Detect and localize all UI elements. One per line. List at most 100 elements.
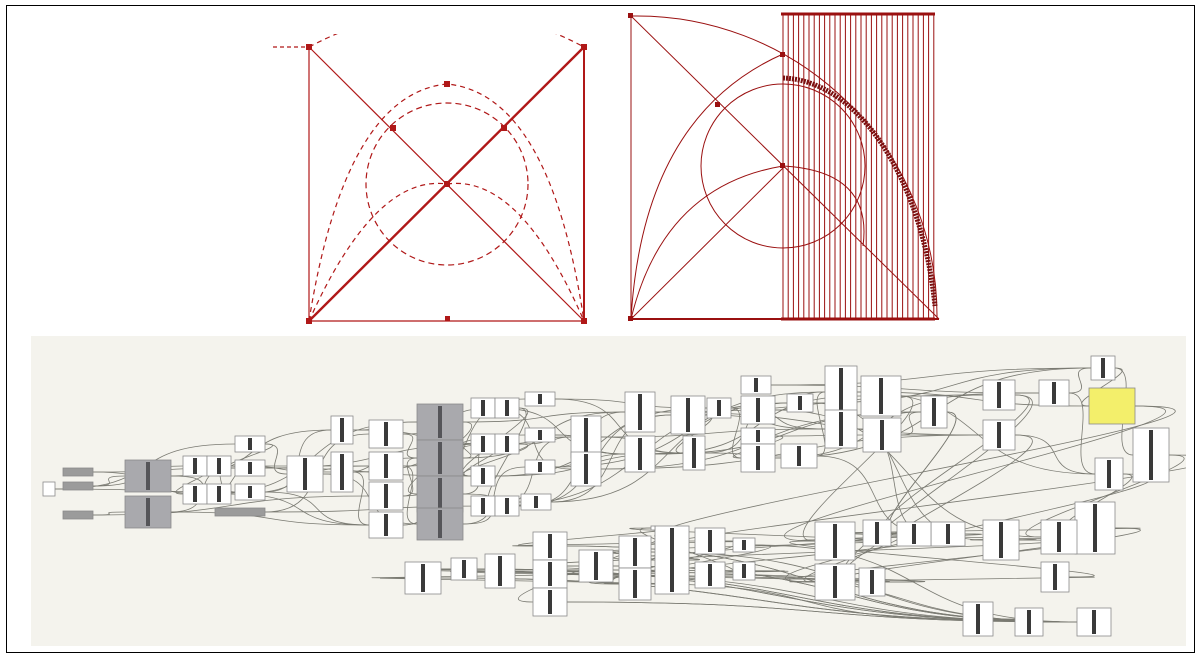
diagonal-line (630, 165, 786, 320)
node-point (715, 102, 720, 107)
node-divider (340, 418, 344, 442)
wire (1081, 367, 1123, 407)
node-group (42, 355, 1170, 637)
node-divider (594, 552, 598, 580)
node-divider (633, 538, 637, 566)
node-divider (193, 458, 197, 474)
node-divider (548, 590, 552, 614)
wire (264, 491, 370, 526)
component-node[interactable] (42, 481, 56, 497)
node-divider (548, 562, 552, 586)
node-divider (1052, 382, 1056, 404)
node-divider (742, 540, 746, 550)
node-divider (498, 556, 502, 586)
node-divider (756, 430, 760, 442)
left-construction-svg (273, 34, 587, 324)
node-divider (584, 418, 588, 456)
lower-arc (630, 165, 865, 320)
node-divider (438, 510, 442, 538)
node-divider (384, 454, 388, 478)
wire (487, 407, 527, 507)
outer-dashed-arc (308, 83, 585, 322)
node-divider (997, 382, 1001, 408)
slider-node[interactable] (62, 467, 94, 477)
node-divider (798, 396, 802, 410)
wire (1068, 392, 1096, 475)
node-divider (481, 436, 485, 452)
node-divider (1057, 522, 1061, 552)
slider-node[interactable] (62, 481, 94, 491)
left-geometric-construction (265, 34, 595, 332)
wire (730, 407, 742, 459)
node-divider (839, 368, 843, 416)
component-node[interactable] (650, 525, 656, 531)
node-divider (875, 522, 879, 544)
node-divider (538, 430, 542, 440)
wire (92, 475, 126, 487)
slider-node[interactable] (214, 507, 266, 517)
node-divider (708, 564, 712, 586)
node-point (444, 81, 450, 87)
wire (402, 457, 418, 497)
left-arc (630, 53, 784, 320)
node-divider (384, 514, 388, 536)
wire (462, 466, 526, 525)
node-divider (548, 534, 552, 558)
bold-dotted-arc (782, 75, 938, 307)
node-divider (879, 378, 883, 414)
wire (783, 405, 1167, 542)
node-divider (534, 496, 538, 508)
node-divider (584, 454, 588, 484)
node-divider (217, 458, 221, 474)
node-divider (538, 462, 542, 472)
vertical-division-lines (782, 14, 935, 319)
wire (170, 511, 370, 526)
node-divider (1149, 430, 1153, 480)
central-dashed-circle (365, 102, 529, 266)
wire (1014, 434, 1096, 475)
node-divider (797, 446, 801, 466)
node-divider (248, 462, 252, 474)
node-divider (481, 468, 485, 484)
wire (1068, 367, 1092, 394)
panel-node[interactable] (1088, 387, 1136, 425)
node-point (306, 318, 312, 324)
top-dashed-arc (308, 34, 585, 48)
node-divider (146, 498, 150, 526)
node-divider (217, 486, 221, 502)
node-divider (303, 458, 307, 490)
node-divider (438, 442, 442, 474)
node-divider (421, 564, 425, 592)
wire (402, 433, 418, 459)
wire (462, 411, 626, 423)
wire (352, 471, 370, 526)
node-divider (833, 566, 837, 598)
slider-node[interactable] (62, 510, 94, 520)
node-divider (754, 378, 758, 392)
node-divider (742, 564, 746, 578)
node-point (780, 163, 785, 168)
node-divider (912, 524, 916, 544)
node-point (306, 44, 312, 50)
node-divider (538, 394, 542, 404)
node-divider (670, 528, 674, 592)
node-divider (1101, 358, 1105, 378)
node-graph-canvas (31, 336, 1186, 646)
node-divider (946, 524, 950, 544)
wire (789, 576, 1095, 583)
node-divider (756, 398, 760, 422)
wire (900, 411, 922, 436)
node-divider (1093, 504, 1097, 552)
node-divider (717, 400, 721, 416)
wire (554, 398, 684, 454)
node-point (628, 316, 633, 321)
node-divider (505, 436, 509, 452)
node-graph-svg (42, 355, 1186, 637)
wire (802, 395, 914, 542)
node-point (581, 318, 587, 324)
wire (816, 391, 826, 457)
node-divider (193, 486, 197, 502)
node-point (581, 44, 587, 50)
node-divider (505, 400, 509, 416)
node-divider (686, 398, 690, 432)
